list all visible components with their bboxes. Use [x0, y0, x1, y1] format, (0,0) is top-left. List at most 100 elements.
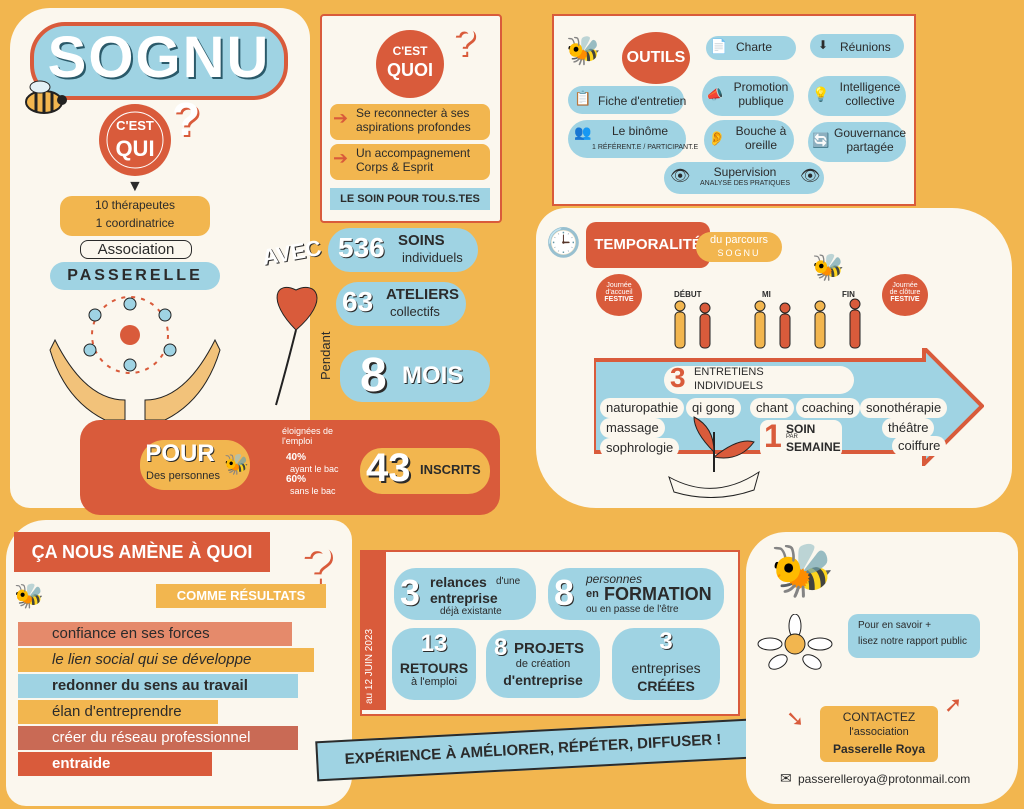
pour-bullet-2: 40%	[286, 452, 307, 463]
title-bubble	[30, 22, 288, 100]
soin-naturopathie: naturopathie	[600, 398, 685, 418]
promotion-item	[702, 76, 794, 116]
quoi-item-1-box	[330, 104, 490, 140]
walking-people-illustration	[660, 296, 880, 356]
pour-label: POUR	[145, 440, 215, 467]
savoir-line-1: Pour en savoir +	[858, 620, 932, 631]
arrow-down-icon: ▼	[127, 178, 143, 195]
quoi-item-2-box	[330, 144, 490, 180]
charte-item	[706, 36, 796, 60]
fiche-item	[568, 86, 684, 114]
soin-chant: chant	[750, 398, 794, 418]
formation-num: 8	[554, 572, 575, 613]
relances-c: entreprise	[430, 590, 498, 606]
entretiens-pill	[664, 366, 854, 394]
quoi-label: QUOI	[386, 60, 433, 80]
cest-label: C'EST	[116, 118, 154, 133]
supervision-label: Supervision	[713, 165, 777, 179]
binome-label: Le binôme	[612, 124, 669, 138]
supervision-item	[664, 162, 824, 194]
intelligence-item	[808, 76, 906, 116]
amene-title: ÇA NOUS AMÈNE À QUOI	[14, 532, 270, 572]
quoi-cest-label: C'EST	[392, 44, 428, 58]
pour-bullet-4: 60%	[286, 474, 307, 485]
mail-icon: ✉	[780, 770, 792, 786]
accueil-line-3: FESTIVE	[604, 296, 634, 303]
cloture-line-1: Journée	[892, 282, 918, 289]
relances-d: déjà existante	[440, 606, 502, 617]
eye-icon: 👁	[670, 168, 691, 185]
bee-icon: 🐝	[770, 542, 835, 600]
soin-pour-tous: LE SOIN POUR TOU.S.TES	[330, 188, 490, 210]
soin-sonotherapie: sonothérapie	[860, 398, 948, 418]
savoir-line-2: lisez notre rapport public	[858, 636, 967, 647]
eye-icon: 👁	[800, 168, 821, 185]
cloture-line-2: de clôture	[889, 289, 921, 296]
reunions-label: Réunions	[840, 40, 891, 54]
resultat-line-4: élan d'entreprendre	[18, 700, 218, 724]
formation-b: en	[586, 588, 599, 600]
formation-a: personnes	[586, 572, 643, 586]
projets-num: 8	[494, 634, 508, 661]
entreprises-a: entreprises	[631, 660, 701, 676]
soin-semaine-box	[760, 420, 842, 458]
formation-c: FORMATION	[604, 584, 712, 604]
projets-pill	[486, 630, 600, 698]
soin-sophrologie: sophrologie	[600, 438, 680, 458]
therapeutes-box	[60, 196, 210, 236]
retours-b: à l'emploi	[410, 676, 458, 688]
arrow-right-icon: ➔	[333, 148, 349, 168]
document-icon: 📄	[710, 38, 728, 54]
ateliers-num: 63	[342, 286, 374, 317]
date-strip	[360, 552, 386, 710]
mi-flag: MI	[762, 290, 771, 299]
cycle-icon: 🔄	[812, 132, 830, 148]
soin-massage: massage	[600, 418, 665, 438]
accueil-line-1: Journée	[606, 282, 632, 289]
therapeutes-text: 10 thérapeutes	[94, 198, 176, 212]
semaine-label: SEMAINE	[786, 440, 841, 454]
entreprises-pill	[612, 628, 720, 700]
supervision-sub: ANALYSE DES PRATIQUES	[700, 180, 790, 187]
resultat-line-1: confiance en ses forces	[18, 622, 292, 646]
soin-qigong: qi gong	[686, 398, 741, 418]
bee-icon: 🐝	[812, 252, 845, 282]
contact-email[interactable]: passerelleroya@protonmail.com	[798, 772, 971, 786]
soins-label: SOINS	[398, 232, 445, 249]
pour-bullet-3: ayant le bac	[290, 464, 339, 474]
pour-sub: Des personnes	[146, 470, 220, 482]
par-label: PAR	[786, 434, 798, 440]
cest-quoi-flower	[370, 24, 450, 104]
arrow-left-icon: ➚	[944, 692, 963, 717]
gouvernance-item	[808, 122, 906, 162]
cloture-badge: Journée de clôture FESTIVE	[882, 274, 928, 316]
arrow-down-icon: ⬇	[818, 38, 829, 52]
qui-question-mark: ?	[172, 93, 201, 145]
soins-sub: individuels	[402, 250, 463, 265]
ateliers-label: ATELIERS	[386, 286, 460, 303]
formation-d: ou en passe de l'être	[586, 604, 679, 615]
association-text: Association	[80, 240, 192, 259]
individuels-label: INDIVIDUELS	[694, 380, 764, 392]
temporalite-title: TEMPORALITÉ	[586, 222, 710, 268]
resultat-line-5: créer du réseau professionnel	[18, 726, 298, 750]
pour-bullet-5: sans le bac	[290, 486, 336, 496]
resultat-line-6: entraide	[18, 752, 212, 776]
intelligence-label: Intelligence collective	[839, 80, 901, 108]
projets-c: d'entreprise	[503, 672, 583, 688]
soins-pill	[328, 228, 478, 272]
retours-num: 13	[420, 630, 448, 657]
experience-banner: EXPÉRIENCE À AMÉLIORER, RÉPÉTER, DIFFUSE…	[315, 718, 751, 782]
entretiens-label: ENTRETIENS	[694, 366, 764, 378]
clock-icon: 🕒	[546, 227, 581, 258]
reunions-item	[810, 34, 904, 58]
relances-pill	[394, 568, 536, 620]
daisy-icon	[756, 614, 834, 676]
gouvernance-label: Gouvernance partagée	[834, 126, 907, 154]
retours-a: RETOURS	[399, 660, 469, 676]
soin-theatre: théâtre	[882, 418, 935, 438]
soins-num: 536	[338, 232, 385, 263]
hands-illustration	[45, 330, 225, 420]
page-title: SOGNU	[47, 25, 271, 90]
document-icon: 📋	[574, 90, 592, 106]
